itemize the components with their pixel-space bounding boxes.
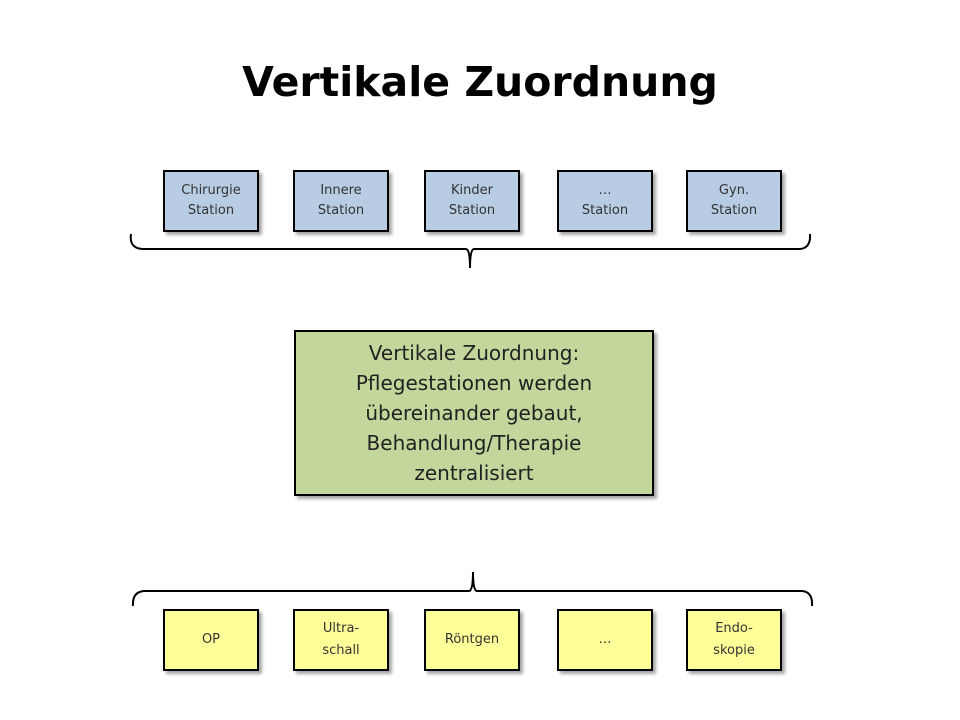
department-label: Röntgen [444, 632, 500, 647]
slide-title: Vertikale Zuordnung [242, 58, 718, 106]
department-label: Endo- skopie [713, 621, 755, 658]
station-label: Kinder Station [448, 183, 496, 218]
department-box-ultraschall: Ultra- schall [293, 609, 389, 671]
station-label: Innere Station [317, 183, 365, 218]
station-box-kinder: Kinder Station [424, 170, 520, 232]
center-explanation-text: Vertikale Zuordnung: Pflegestationen wer… [355, 341, 593, 485]
department-box-roentgen: Röntgen [424, 609, 520, 671]
department-box-op: OP [163, 609, 259, 671]
center-explanation-box: Vertikale Zuordnung: Pflegestationen wer… [294, 330, 654, 496]
bottom-brace [131, 571, 814, 607]
station-box-chirurgie: Chirurgie Station [163, 170, 259, 232]
top-brace [129, 233, 812, 269]
station-label: Chirurgie Station [181, 183, 241, 218]
department-box-endoskopie: Endo- skopie [686, 609, 782, 671]
department-label: OP [201, 632, 221, 647]
station-box-innere: Innere Station [293, 170, 389, 232]
station-box-gyn: Gyn. Station [686, 170, 782, 232]
department-box-other: … [557, 609, 653, 671]
station-label: Gyn. Station [710, 183, 758, 218]
department-label: Ultra- schall [322, 621, 360, 658]
station-box-other: … Station [557, 170, 653, 232]
station-label: … Station [581, 183, 629, 218]
department-label: … [598, 632, 612, 647]
